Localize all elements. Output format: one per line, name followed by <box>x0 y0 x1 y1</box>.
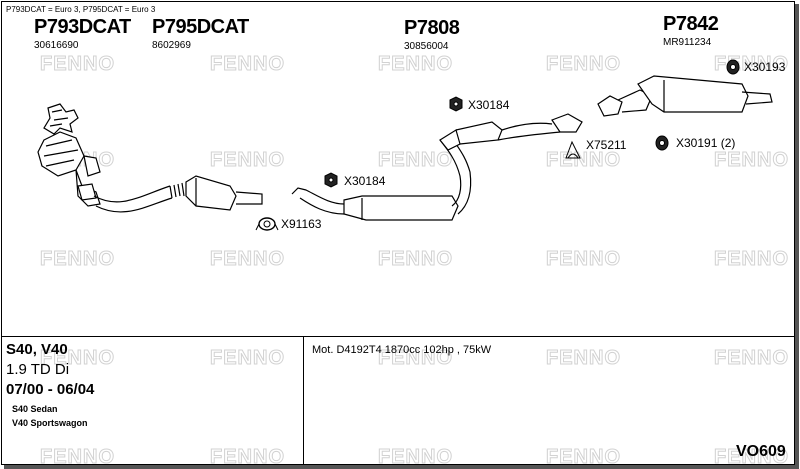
watermark-text: FENNO <box>210 248 285 270</box>
watermark-text: FENNO <box>546 248 621 270</box>
watermark-text: FENNO <box>714 347 789 369</box>
vehicle-variant-sedan: S40 Sedan <box>12 404 58 414</box>
euro-norm-note: P793DCAT = Euro 3, P795DCAT = Euro 3 <box>6 5 156 14</box>
part-number-p793dcat[interactable]: P793DCAT <box>34 16 131 38</box>
x30193-icon <box>726 59 740 75</box>
front-pipe-catalyst <box>37 103 263 213</box>
oem-number-p7842: MR911234 <box>663 37 712 48</box>
watermark-text: FENNO <box>210 347 285 369</box>
rear-silencer <box>597 75 773 117</box>
fitting-label-x30184-2[interactable]: X30184 <box>344 174 386 188</box>
watermark-text: FENNO <box>714 248 789 270</box>
watermark-text: FENNO <box>40 347 115 369</box>
vehicle-years: 07/00 - 06/04 <box>6 381 95 398</box>
info-divider-horizontal <box>1 336 795 337</box>
watermark-text: FENNO <box>210 53 285 75</box>
oem-number-p793dcat: 30616690 <box>34 40 79 51</box>
watermark-layer: FENNO FENNO FENNO FENNO FENNO FENNO FENNO FENNO… <box>40 53 789 469</box>
watermark-text: FENNO <box>40 446 115 468</box>
part-number-p795dcat[interactable]: P795DCAT <box>152 16 249 38</box>
watermark-text: FENNO <box>546 446 621 468</box>
fitting-label-x30184[interactable]: X30184 <box>468 98 510 112</box>
fitting-label-x30191[interactable]: X30191 (2) <box>676 136 736 150</box>
watermark-text: FENNO <box>378 149 453 171</box>
vehicle-model: S40, V40 <box>6 341 68 358</box>
diagram-code: VO609 <box>736 443 786 460</box>
watermark-text: FENNO <box>210 446 285 468</box>
fitting-label-x30193[interactable]: X30193 <box>744 60 786 74</box>
x30184-icon <box>449 96 463 112</box>
x75211-icon <box>565 140 581 159</box>
fitting-label-x75211[interactable]: X75211 <box>586 138 627 152</box>
vehicle-variant-sportswagon: V40 Sportswagon <box>12 418 88 428</box>
watermark-text: FENNO <box>378 53 453 75</box>
vehicle-engine-size: 1.9 TD Di <box>6 361 70 378</box>
watermark-text: FENNO <box>714 446 789 468</box>
watermark-text: FENNO <box>714 149 789 171</box>
watermark-text: FENNO <box>40 53 115 75</box>
watermark-text: FENNO <box>546 149 621 171</box>
oem-number-p7808: 30856004 <box>404 41 449 52</box>
part-number-p7842[interactable]: P7842 <box>663 13 719 35</box>
info-divider-vertical <box>303 336 304 465</box>
x30184-icon-2 <box>324 172 338 188</box>
watermark-text: FENNO <box>40 248 115 270</box>
watermark-text: FENNO <box>546 53 621 75</box>
watermark-text: FENNO <box>378 347 453 369</box>
x30191-icon <box>655 135 669 151</box>
fitting-icons <box>255 59 740 231</box>
watermark-text: FENNO <box>378 248 453 270</box>
frame-shadow-right <box>795 4 799 468</box>
frame-shadow-bottom <box>4 465 799 469</box>
engine-info: Mot. D4192T4 1870cc 102hp , 75kW <box>312 344 492 356</box>
watermark-text: FENNO <box>378 446 453 468</box>
middle-muffler <box>291 113 583 221</box>
x91163-icon <box>255 217 279 231</box>
oem-number-p795dcat: 8602969 <box>152 40 191 51</box>
part-number-p7808[interactable]: P7808 <box>404 17 460 39</box>
fitting-label-x91163[interactable]: X91163 <box>281 217 322 231</box>
watermark-text: FENNO <box>210 149 285 171</box>
watermark-text: FENNO <box>546 347 621 369</box>
